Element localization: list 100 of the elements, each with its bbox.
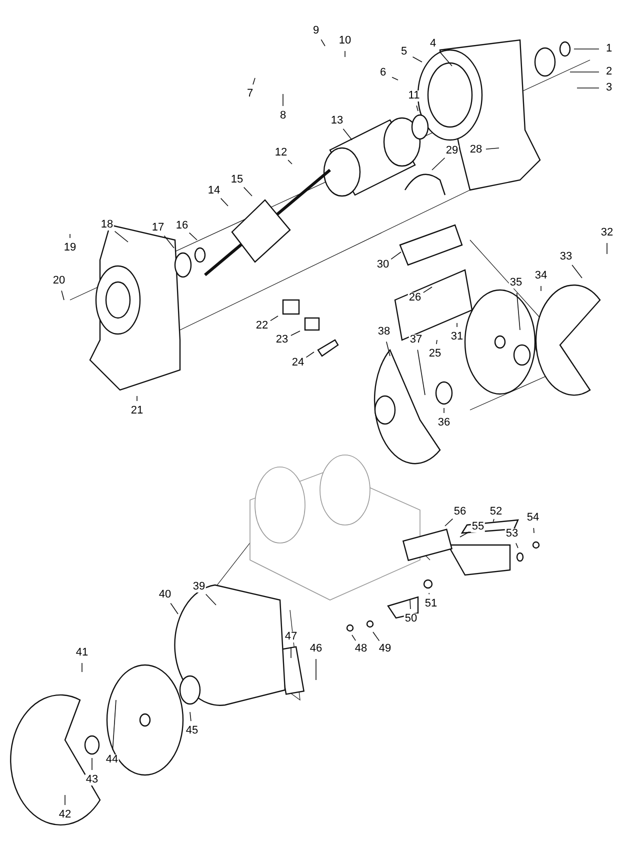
callout-number: 13 <box>330 116 344 126</box>
leader-line <box>306 352 314 358</box>
leader-line <box>444 518 454 526</box>
leader-line <box>114 230 128 242</box>
leader-line <box>342 128 352 140</box>
callout-number: 26 <box>408 292 422 304</box>
callout-number: 52 <box>488 506 504 518</box>
leader-line <box>112 700 116 750</box>
callout-number: 46 <box>308 644 324 654</box>
callout-number: 16 <box>174 220 190 232</box>
callout-number: 7 <box>246 88 254 100</box>
callout-number: 39 <box>192 582 206 592</box>
callout-number: 43 <box>84 774 100 786</box>
leader-line <box>243 186 252 196</box>
leader-line <box>205 594 216 606</box>
callout-number: 19 <box>62 242 78 254</box>
leader-line <box>61 290 64 300</box>
leader-line <box>392 76 398 80</box>
leader-line <box>352 634 356 641</box>
callout-number: 11 <box>407 90 421 102</box>
leader-line <box>252 78 256 85</box>
leader-line <box>288 160 292 164</box>
leader-line <box>270 316 278 322</box>
leader-line <box>188 232 198 240</box>
callout-number: 28 <box>468 144 484 156</box>
leader-line <box>417 349 426 396</box>
leader-line <box>533 528 534 534</box>
leader-line <box>574 48 600 50</box>
leader-line <box>320 39 326 46</box>
leader-line <box>170 602 178 614</box>
callout-number: 54 <box>526 512 540 524</box>
callout-number: 3 <box>604 82 614 94</box>
callout-number: 8 <box>278 110 288 122</box>
callout-number: 56 <box>452 506 468 518</box>
leader-line <box>390 252 402 260</box>
callout-number: 37 <box>408 334 424 346</box>
callout-number: 24 <box>290 358 306 368</box>
leader-line <box>456 322 458 328</box>
leader-line <box>540 286 542 292</box>
callout-number: 50 <box>404 614 418 624</box>
leader-line <box>164 235 174 248</box>
callout-number: 47 <box>284 632 298 642</box>
leader-line <box>136 396 138 402</box>
callout-number: 29 <box>444 146 460 156</box>
leader-line <box>412 56 422 62</box>
leader-line <box>432 157 446 170</box>
leader-line <box>492 518 494 522</box>
leader-line <box>386 341 390 356</box>
leader-line <box>64 794 66 806</box>
callout-number: 20 <box>52 276 66 286</box>
leader-line <box>372 632 380 642</box>
callout-number: 2 <box>604 66 614 78</box>
callout-number: 23 <box>274 334 290 346</box>
leader-line <box>439 51 452 66</box>
leader-line <box>486 148 500 150</box>
leader-line <box>516 542 518 548</box>
callout-number: 6 <box>378 68 388 78</box>
callout-number: 42 <box>58 810 72 820</box>
callout-number: 41 <box>74 648 90 658</box>
callout-number: 53 <box>504 528 520 540</box>
callout-number: 38 <box>376 326 392 338</box>
callout-number: 25 <box>428 348 442 360</box>
callout-number: 55 <box>470 522 486 532</box>
callout-number: 36 <box>436 418 452 428</box>
callout-number: 32 <box>600 228 614 238</box>
callout-number: 22 <box>254 320 270 332</box>
callout-number: 49 <box>378 644 392 654</box>
leader-line <box>344 50 346 58</box>
callout-number: 18 <box>100 220 114 230</box>
leader-line <box>282 94 284 106</box>
leader-line <box>516 292 520 330</box>
callout-number: 10 <box>338 36 352 46</box>
leader-line <box>572 264 582 278</box>
callout-number: 33 <box>558 252 574 262</box>
leader-line <box>436 340 438 344</box>
callout-number: 40 <box>158 590 172 600</box>
leader-line <box>606 242 608 254</box>
callout-number: 9 <box>312 26 320 36</box>
callout-number: 51 <box>424 598 438 610</box>
leader-line <box>190 712 192 722</box>
callout-number: 34 <box>534 270 548 282</box>
callout-number: 44 <box>104 754 120 766</box>
callout-number: 45 <box>184 726 200 736</box>
leader-line <box>460 531 470 538</box>
callout-number: 12 <box>274 148 288 158</box>
callout-number: 4 <box>428 38 438 50</box>
leader-line <box>290 646 292 658</box>
callout-number: 17 <box>150 222 166 234</box>
callout-number: 21 <box>130 406 144 416</box>
callout-number: 5 <box>400 46 408 58</box>
callout-number: 14 <box>206 186 222 196</box>
callout-number: 48 <box>354 644 368 654</box>
callout-number: 31 <box>450 332 464 342</box>
callout-number: 15 <box>230 174 244 186</box>
leader-line <box>423 286 432 293</box>
leader-line <box>290 330 300 336</box>
callout-number: 30 <box>376 260 390 270</box>
callout-number: 35 <box>508 278 524 288</box>
leader-line <box>220 198 228 206</box>
leader-line <box>410 600 411 610</box>
